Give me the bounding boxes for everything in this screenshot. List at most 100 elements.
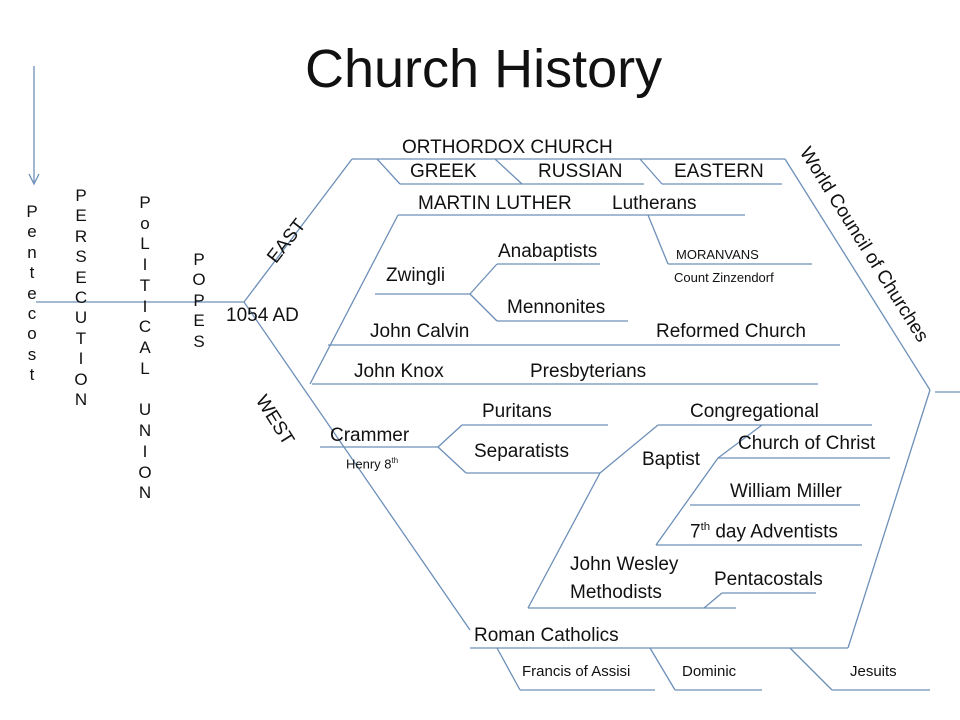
francis-of-assisi: Francis of Assisi bbox=[522, 663, 631, 680]
francis-line bbox=[496, 647, 521, 691]
seventh-day-adventists: 7th day Adventists bbox=[690, 521, 838, 543]
political-union-letter: L bbox=[140, 358, 150, 378]
pentecost-letter: P bbox=[26, 202, 38, 221]
congregational: Congregational bbox=[690, 401, 819, 422]
puritans: Puritans bbox=[482, 401, 552, 422]
anabaptists: Anabaptists bbox=[498, 241, 598, 262]
persecution-letter: P bbox=[75, 186, 87, 205]
presbyterians: Presbyterians bbox=[530, 361, 647, 382]
jesuit-line bbox=[789, 647, 833, 691]
puritan-line bbox=[437, 424, 463, 448]
moravian-line bbox=[647, 214, 669, 265]
crammer: Crammer bbox=[330, 425, 410, 446]
pentecost-letter: c bbox=[27, 303, 37, 323]
popes-letter: O bbox=[192, 270, 206, 290]
pentecost-letter: t bbox=[29, 263, 35, 283]
baptist: Baptist bbox=[642, 449, 701, 470]
pentecost-letter: o bbox=[27, 324, 37, 344]
eastern-line bbox=[639, 158, 663, 185]
separatist-line bbox=[437, 446, 467, 474]
church-of-christ-line bbox=[717, 424, 763, 459]
russian-line bbox=[494, 158, 523, 185]
persecution-letter: N bbox=[74, 389, 88, 409]
methodists: Methodists bbox=[570, 582, 662, 603]
martin-luther: MARTIN LUTHER bbox=[418, 193, 572, 214]
reformation-spine bbox=[309, 214, 399, 385]
pentecost-letter: s bbox=[27, 344, 37, 364]
pentecost-letter: e bbox=[27, 222, 37, 242]
political-union-letter: O bbox=[138, 462, 152, 482]
political-union-letter: N bbox=[138, 483, 152, 503]
greek-branch: GREEK bbox=[410, 161, 477, 182]
political-union-letter bbox=[134, 380, 156, 401]
persecution-letter: S bbox=[75, 247, 87, 267]
persecution-letter: C bbox=[74, 287, 88, 307]
separatists: Separatists bbox=[474, 441, 570, 462]
political-union-letter: I bbox=[142, 441, 148, 461]
pentecost-arrowhead bbox=[28, 173, 40, 186]
church-of-christ: Church of Christ bbox=[738, 433, 876, 454]
page-title: Church History bbox=[305, 39, 663, 99]
political-union-letter: N bbox=[138, 421, 152, 441]
popes-letter: P bbox=[193, 250, 205, 269]
baptist-line bbox=[599, 424, 659, 474]
roman-catholics: Roman Catholics bbox=[474, 625, 619, 646]
moravians: MORANVANS bbox=[676, 247, 759, 262]
west-branch-line bbox=[243, 301, 471, 631]
persecution-letter: O bbox=[74, 369, 88, 389]
political-union-letter: I bbox=[142, 255, 148, 275]
east-branch-line bbox=[243, 158, 353, 303]
john-calvin: John Calvin bbox=[370, 321, 470, 342]
split-date: 1054 AD bbox=[226, 305, 299, 326]
political-union-letter: C bbox=[138, 317, 152, 337]
john-knox: John Knox bbox=[354, 361, 444, 382]
popes-letter: P bbox=[193, 290, 205, 310]
john-wesley: John Wesley bbox=[570, 554, 679, 575]
political-union-letter: P bbox=[139, 193, 151, 212]
popes-letter: E bbox=[193, 311, 205, 331]
council-line-bottom bbox=[847, 389, 931, 649]
count-zinzendorf: Count Zinzendorf bbox=[674, 270, 774, 285]
political-union-letter: L bbox=[140, 234, 150, 254]
pentecost-letter: t bbox=[29, 365, 35, 385]
persecution-letter: U bbox=[74, 308, 88, 328]
greek-line bbox=[376, 158, 401, 185]
persecution-letter: E bbox=[75, 206, 87, 226]
persecution-letter: R bbox=[74, 226, 88, 246]
william-miller: William Miller bbox=[730, 481, 842, 502]
council-line-top bbox=[784, 158, 931, 391]
political-union-letter: A bbox=[139, 338, 151, 358]
reformed-church: Reformed Church bbox=[656, 321, 806, 342]
persecution-letter: T bbox=[75, 328, 87, 348]
jesuits: Jesuits bbox=[850, 663, 897, 680]
pentacostals: Pentacostals bbox=[714, 569, 823, 590]
henry-8th: Henry 8th bbox=[346, 456, 399, 472]
political-union-letter: U bbox=[138, 400, 152, 420]
anabaptist-line bbox=[469, 263, 498, 295]
political-union-letter: T bbox=[139, 275, 151, 295]
orthodox-church: ORTHORDOX CHURCH bbox=[402, 137, 613, 158]
pentacostal-line bbox=[703, 592, 723, 609]
lutherans: Lutherans bbox=[612, 193, 697, 214]
popes-letter: S bbox=[193, 331, 205, 351]
political-union-letter: I bbox=[142, 296, 148, 316]
methodist-spine bbox=[527, 472, 601, 609]
eastern-branch: EASTERN bbox=[674, 161, 764, 182]
persecution-letter: I bbox=[78, 349, 84, 369]
baptist-spine bbox=[655, 457, 719, 546]
persecution-letter: E bbox=[75, 267, 87, 287]
pentecost-letter: e bbox=[27, 283, 37, 303]
dominic-line bbox=[649, 647, 676, 691]
russian-branch: RUSSIAN bbox=[538, 161, 623, 182]
mennonites: Mennonites bbox=[507, 297, 606, 318]
pentecost-letter: n bbox=[27, 242, 37, 262]
dominic: Dominic bbox=[682, 663, 737, 680]
mennonite-line bbox=[469, 293, 498, 322]
zwingli: Zwingli bbox=[386, 265, 446, 286]
